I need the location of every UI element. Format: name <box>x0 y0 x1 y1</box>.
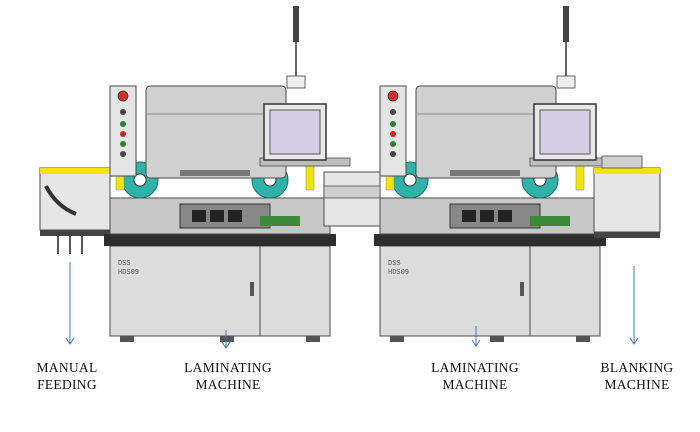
laminating-machine-1 <box>103 5 351 343</box>
arrow-laminating-2 <box>471 326 481 347</box>
label-line: MACHINE <box>195 377 261 392</box>
label-line: MACHINE <box>604 377 670 392</box>
label-blanking-machine: BLANKING MACHINE <box>582 359 692 393</box>
transfer-station <box>323 171 381 227</box>
label-manual-feeding: MANUAL FEEDING <box>22 359 112 393</box>
arrow-blanking <box>629 266 639 345</box>
cabinet-text: DSS <box>388 260 401 268</box>
arrow-laminating-1 <box>221 330 231 349</box>
label-line: BLANKING <box>600 360 674 375</box>
cabinet-text: HDS09 <box>118 269 139 277</box>
laminating-machine-2 <box>373 5 621 343</box>
label-line: MANUAL <box>36 360 98 375</box>
label-laminating-machine-1: LAMINATING MACHINE <box>158 359 298 393</box>
manual-feeding-station <box>39 167 114 254</box>
arrow-manual-feeding <box>65 262 75 345</box>
label-line: FEEDING <box>37 377 97 392</box>
cabinet-text: HDS09 <box>388 269 409 277</box>
label-laminating-machine-2: LAMINATING MACHINE <box>405 359 545 393</box>
label-line: LAMINATING <box>431 360 519 375</box>
blanking-station <box>593 155 661 238</box>
cabinet-text: DSS <box>118 260 131 268</box>
label-line: LAMINATING <box>184 360 272 375</box>
label-line: MACHINE <box>442 377 508 392</box>
